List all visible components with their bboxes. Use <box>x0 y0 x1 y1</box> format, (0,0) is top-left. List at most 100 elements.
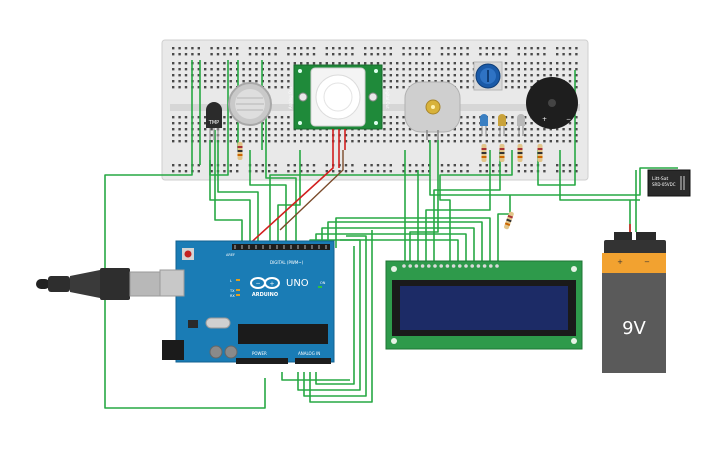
breadboard-hole <box>383 116 386 119</box>
leds <box>480 114 525 136</box>
breadboard-hole <box>453 74 456 77</box>
breadboard-hole <box>325 140 328 143</box>
breadboard-hole <box>453 164 456 167</box>
breadboard-hole <box>568 122 572 125</box>
breadboard-hole <box>434 74 437 77</box>
battery-9v[interactable]: + − 9V <box>602 232 666 373</box>
breadboard-hole <box>549 128 552 131</box>
gas-sensor[interactable] <box>228 82 272 126</box>
breadboard-hole <box>223 134 226 137</box>
breadboard-hole <box>280 68 284 71</box>
breadboard-hole <box>492 116 495 119</box>
temperature-sensor[interactable]: TMP <box>206 102 222 140</box>
breadboard-hole <box>447 80 450 83</box>
lcd-pin <box>476 264 481 268</box>
breadboard-hole <box>517 68 520 71</box>
breadboard-hole <box>530 140 533 143</box>
pir-right-label: Digital Out <box>385 87 390 109</box>
breadboard-hole <box>396 134 399 137</box>
lcd-display[interactable] <box>385 260 583 350</box>
breadboard-hole <box>172 47 175 50</box>
breadboard-hole <box>389 164 392 167</box>
breadboard-hole <box>504 164 508 167</box>
breadboard-hole <box>498 53 501 56</box>
led-yellow[interactable] <box>498 114 506 136</box>
breadboard-hole <box>479 134 482 137</box>
breadboard-hole <box>370 134 373 137</box>
breadboard-hole <box>223 53 226 56</box>
breadboard-hole <box>306 134 309 137</box>
breadboard-hole <box>370 164 373 167</box>
breadboard-hole <box>447 62 450 65</box>
breadboard-hole <box>268 53 271 56</box>
breadboard-hole <box>184 164 188 167</box>
breadboard-hole <box>319 62 322 65</box>
breadboard-hole <box>312 170 316 173</box>
breadboard-hole <box>434 134 437 137</box>
breadboard-hole <box>287 164 290 167</box>
breadboard-hole <box>383 170 386 173</box>
buzzer[interactable]: + − <box>526 77 578 129</box>
breadboard-hole <box>184 53 188 56</box>
usb-cable[interactable] <box>36 268 179 300</box>
arduino-brand: ARDUINO <box>252 292 278 298</box>
breadboard-hole <box>274 170 277 173</box>
breadboard-hole <box>415 140 418 143</box>
breadboard-hole <box>312 164 316 167</box>
breadboard-hole <box>536 68 540 71</box>
breadboard-hole <box>549 134 552 137</box>
breadboard-hole <box>389 62 392 65</box>
on-label: ON <box>320 281 326 285</box>
breadboard-hole <box>562 74 565 77</box>
breadboard-hole <box>575 140 578 143</box>
breadboard-hole <box>408 170 412 173</box>
dc-motor[interactable] <box>404 81 461 140</box>
breadboard-hole <box>197 140 200 143</box>
breadboard-hole <box>383 86 386 89</box>
breadboard-hole <box>543 128 546 131</box>
breadboard-hole <box>344 140 348 143</box>
breadboard-hole <box>172 116 175 119</box>
arduino-uno[interactable]: − + ARDUINO UNO DIGITAL (PWM~) POWER ANA… <box>159 240 335 364</box>
rx-label: RX <box>230 294 235 298</box>
breadboard-hole <box>351 170 354 173</box>
breadboard-hole <box>460 122 463 125</box>
breadboard-hole <box>287 74 290 77</box>
breadboard-hole <box>338 47 341 50</box>
breadboard-hole <box>575 134 578 137</box>
breadboard-hole <box>575 164 578 167</box>
lcd-pin <box>489 264 493 268</box>
breadboard-hole <box>517 164 520 167</box>
breadboard-hole <box>543 140 546 143</box>
breadboard-hole <box>191 47 194 50</box>
breadboard-hole <box>229 128 232 131</box>
breadboard-hole <box>428 74 431 77</box>
breadboard-hole <box>178 47 181 50</box>
breadboard-hole <box>447 53 450 56</box>
breadboard-hole <box>255 128 258 131</box>
breadboard-hole <box>428 134 431 137</box>
pir-sensor[interactable]: Analog Out Digital Out <box>288 64 390 150</box>
power-header-label: POWER <box>252 351 267 356</box>
relay[interactable]: Litt-Sat SRD-05VDC <box>647 169 691 197</box>
lcd-pin <box>402 264 406 268</box>
breadboard-hole <box>255 164 258 167</box>
breadboard-hole <box>402 47 405 50</box>
breadboard-hole <box>280 134 284 137</box>
breadboard-hole <box>453 134 456 137</box>
breadboard-hole <box>498 140 501 143</box>
breadboard-hole <box>562 62 565 65</box>
breadboard-hole <box>485 170 488 173</box>
breadboard-hole <box>261 47 264 50</box>
breadboard-hole <box>536 47 540 50</box>
breadboard-hole <box>293 140 296 143</box>
breadboard-hole <box>312 134 316 137</box>
led-blue[interactable] <box>480 114 488 136</box>
breadboard-hole <box>524 164 527 167</box>
led-grey[interactable] <box>517 114 525 136</box>
breadboard-hole <box>178 134 181 137</box>
breadboard-hole <box>396 116 399 119</box>
breadboard-hole <box>300 62 303 65</box>
potentiometer[interactable] <box>473 61 503 91</box>
breadboard-hole <box>389 68 392 71</box>
